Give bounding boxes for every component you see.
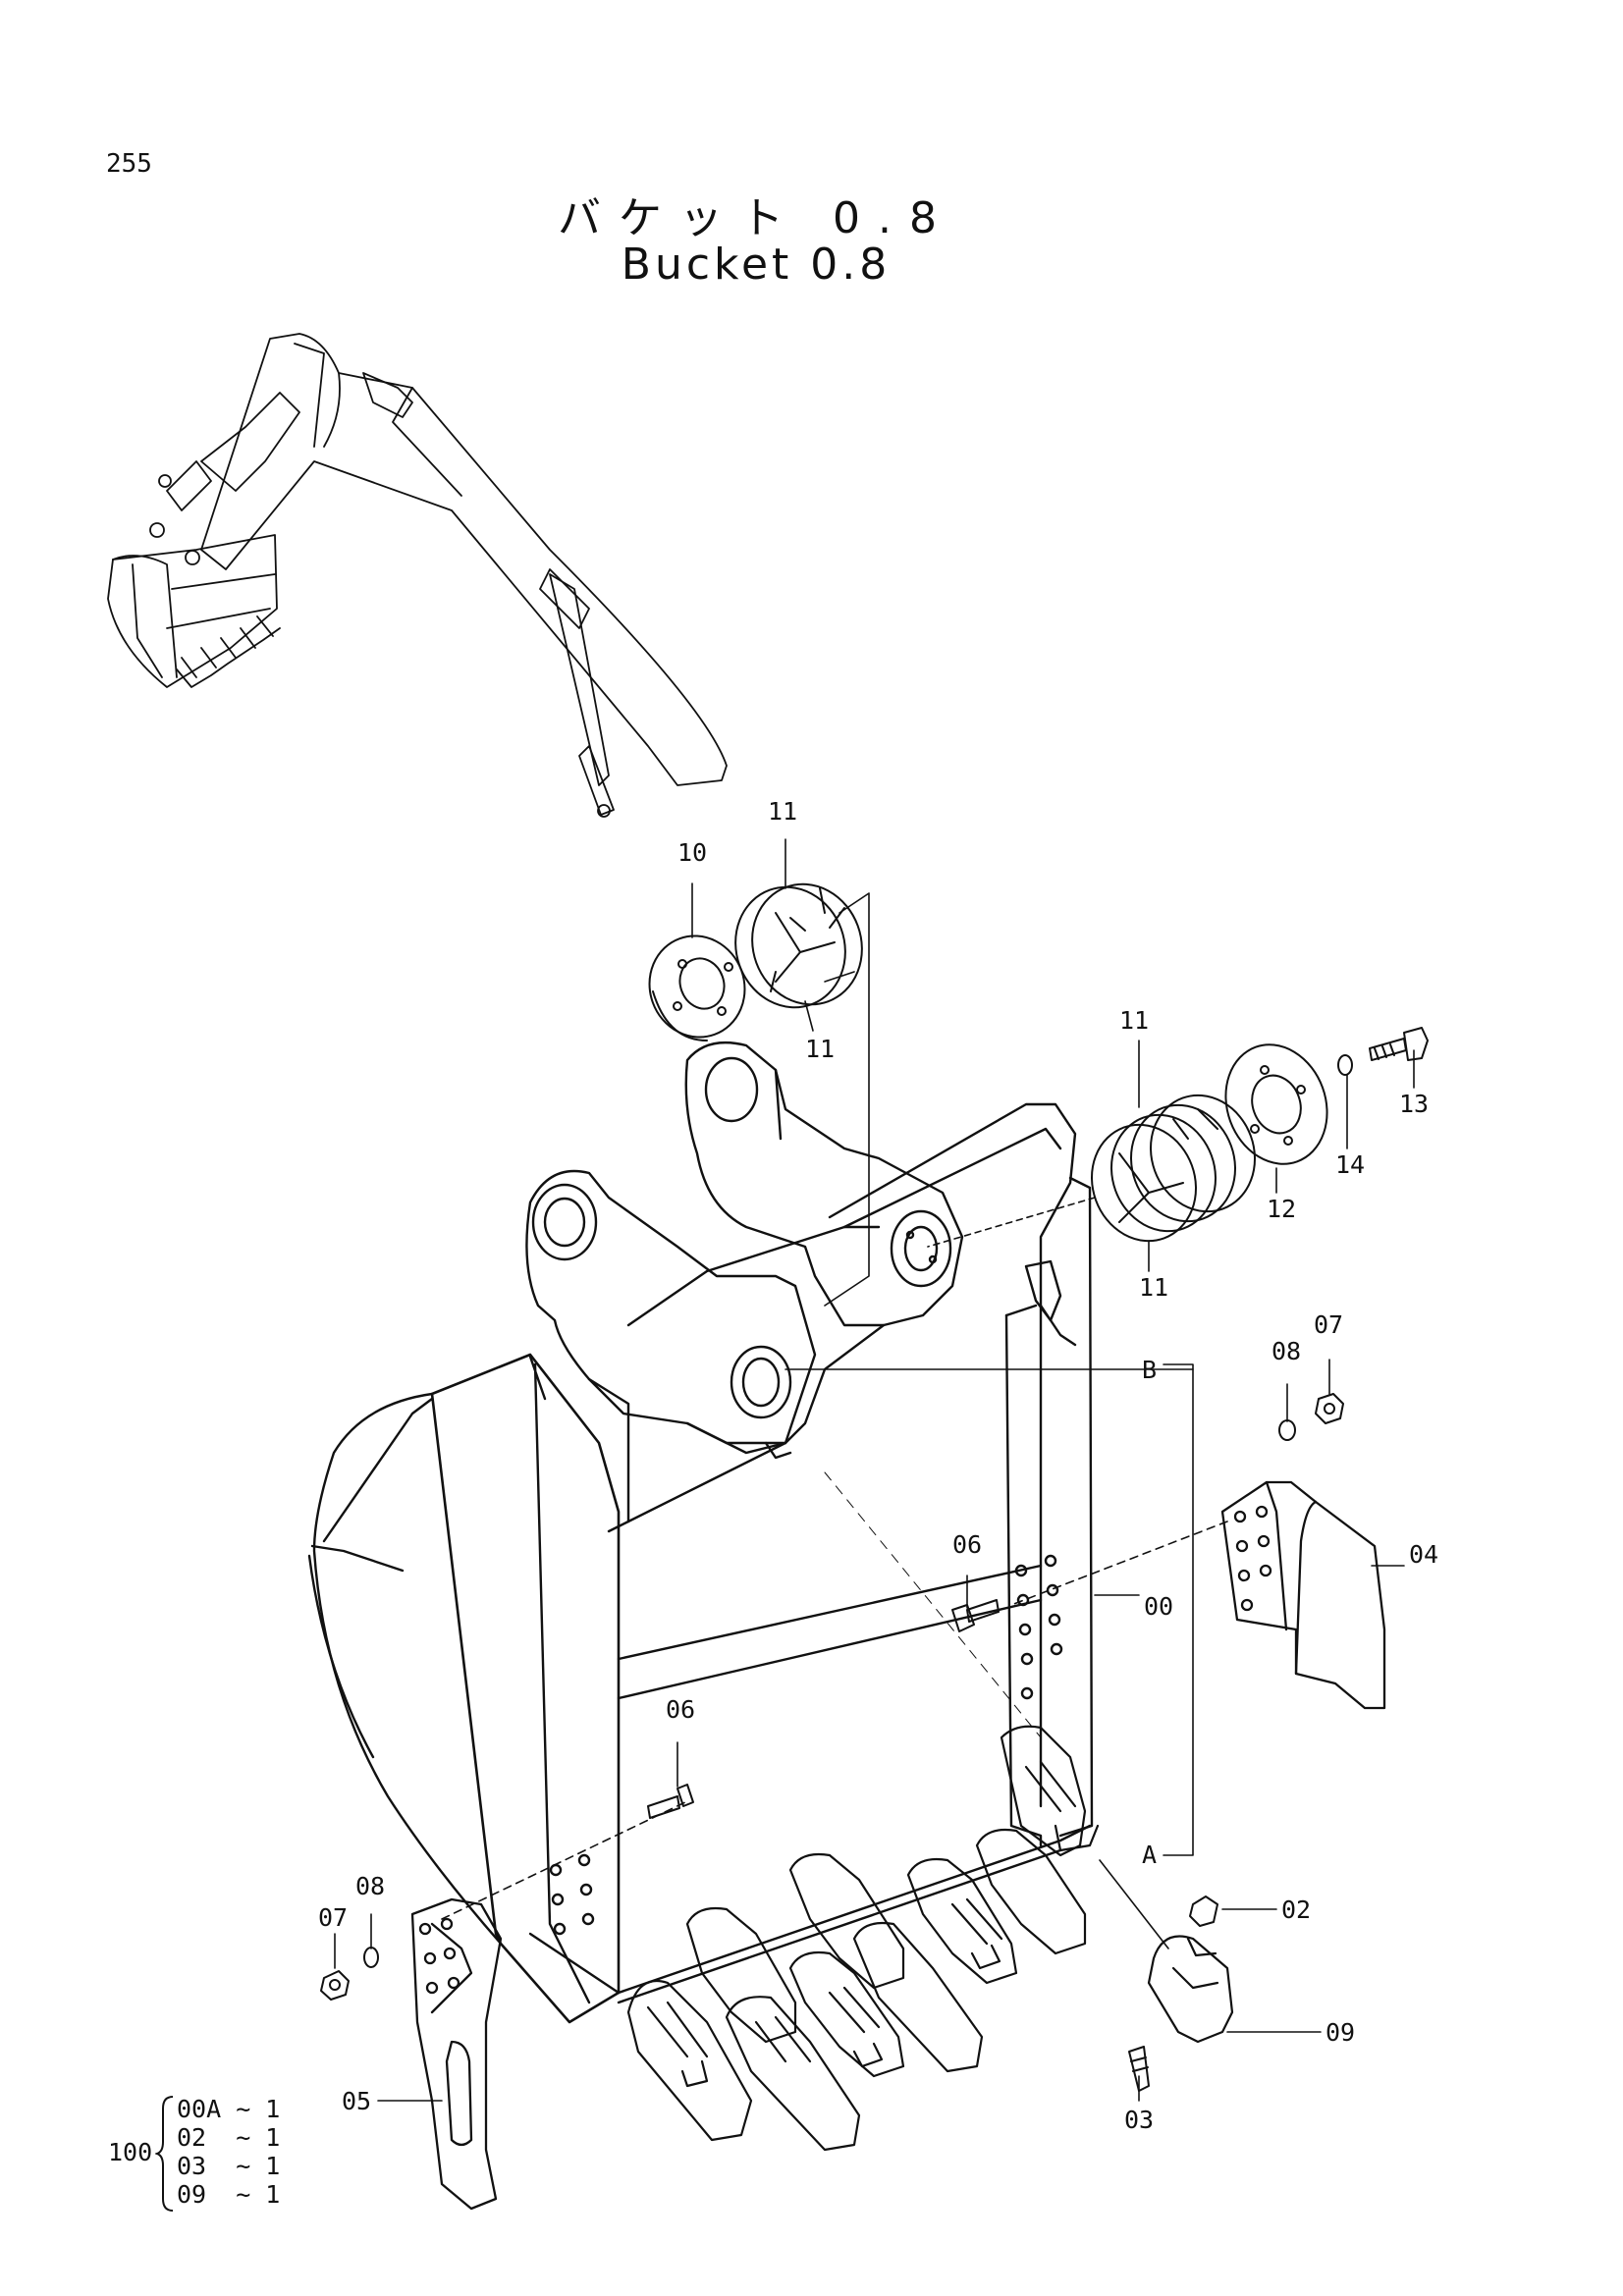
callout-11-right-bottom: 11	[1139, 1273, 1168, 1302]
bolt-13	[1369, 1027, 1429, 1061]
callout-06-right: 06	[952, 1530, 982, 1559]
callout-05: 05	[342, 2087, 371, 2115]
bolt-06-left	[647, 1784, 694, 1819]
callout-11-mid: 11	[805, 1035, 835, 1063]
nut-07-right	[1315, 1393, 1344, 1424]
excavator-overview	[107, 333, 728, 818]
kit-item: 03 ~ 1	[177, 2152, 281, 2180]
kit-item: 00A ~ 1	[177, 2095, 281, 2123]
callout-06-left: 06	[666, 1695, 695, 1724]
title-english: Bucket 0.8	[621, 240, 892, 290]
bolt-06-right	[951, 1599, 1000, 1632]
washer-08-right	[1278, 1419, 1296, 1441]
brace-icon	[155, 2096, 174, 2212]
callout-03: 03	[1124, 2106, 1154, 2134]
pin-03	[1128, 2046, 1150, 2092]
nut-07-left	[320, 1970, 350, 2001]
bucket-body	[307, 1041, 1094, 2024]
kit-item: 09 ~ 1	[177, 2180, 281, 2209]
shim-11-lower	[1091, 1094, 1256, 1243]
side-cutter-04	[1220, 1480, 1386, 1710]
bucket-teeth	[626, 1725, 1100, 2152]
callout-10: 10	[677, 838, 707, 867]
callout-07-left: 07	[318, 1903, 348, 1932]
lock-washer-14	[1337, 1054, 1353, 1076]
kit-item: 02 ~ 1	[177, 2123, 281, 2152]
side-cutter-05	[410, 1897, 503, 2211]
callout-A: A	[1142, 1841, 1157, 1869]
callout-07-right: 07	[1314, 1310, 1343, 1339]
callout-08-right: 08	[1271, 1337, 1301, 1365]
callout-11-right-top: 11	[1119, 1006, 1149, 1035]
callout-09: 09	[1325, 2018, 1355, 2047]
callout-04: 04	[1409, 1540, 1438, 1569]
callout-08-left: 08	[355, 1872, 385, 1900]
lock-pin-02	[1189, 1896, 1218, 1927]
callout-13: 13	[1399, 1090, 1429, 1118]
callout-12: 12	[1267, 1195, 1296, 1223]
kit-number: 100	[108, 2138, 153, 2166]
tooth-09	[1147, 1935, 1234, 2044]
washer-12	[1224, 1043, 1328, 1165]
callout-14: 14	[1335, 1150, 1365, 1179]
callout-02: 02	[1281, 1896, 1311, 1924]
shim-11-upper	[734, 882, 863, 1009]
page-number: 255	[106, 149, 152, 179]
callout-11-top: 11	[768, 797, 797, 826]
washer-10	[648, 934, 746, 1041]
title-japanese: バケット 0.8	[558, 193, 954, 243]
washer-08-left	[363, 1947, 379, 1968]
callout-00: 00	[1144, 1592, 1173, 1621]
callout-B: B	[1142, 1356, 1157, 1384]
